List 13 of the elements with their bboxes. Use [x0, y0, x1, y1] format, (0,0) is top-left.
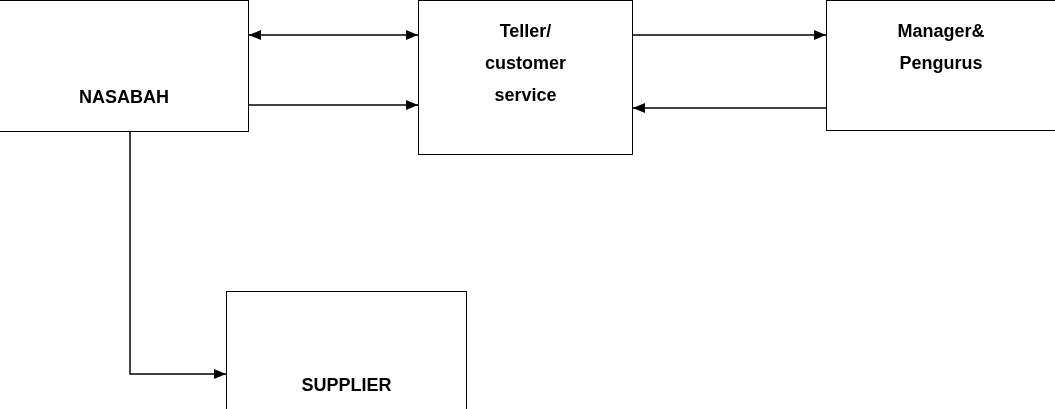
box-label: Teller/ customer service	[484, 20, 567, 107]
process-box	[0, 0, 249, 132]
box-label: NASABAH	[78, 86, 170, 109]
arrow	[248, 100, 419, 110]
box-label: SUPPLIER	[300, 374, 393, 397]
process-box	[826, 0, 1055, 131]
arrow	[129, 131, 227, 379]
arrow	[248, 30, 419, 40]
arrow	[632, 30, 827, 40]
process-box	[226, 291, 467, 409]
process-box	[418, 0, 633, 155]
box-label: Manager& Pengurus	[896, 20, 986, 75]
arrow	[632, 103, 827, 113]
